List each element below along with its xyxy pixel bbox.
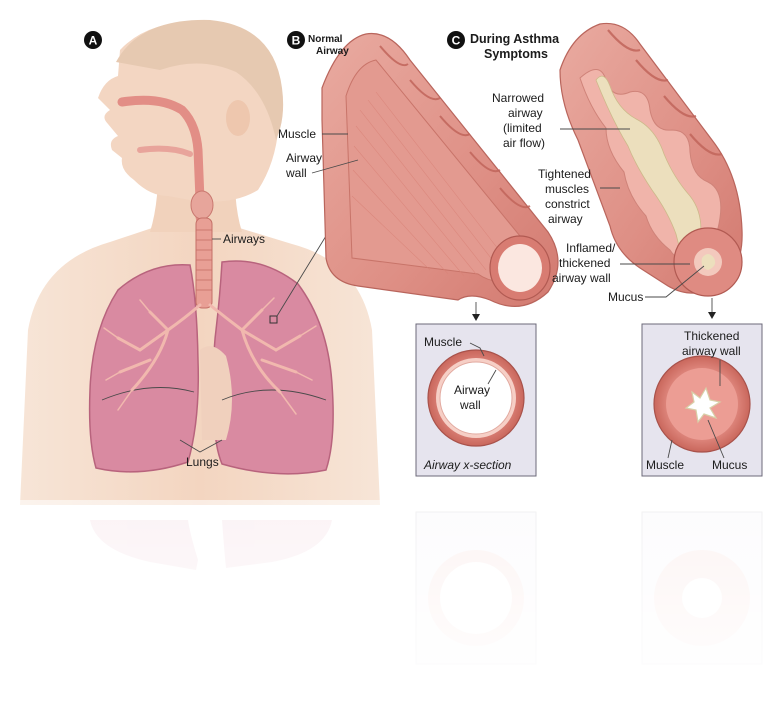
asthma-muscle-bands bbox=[607, 29, 723, 156]
label-c-inflamed-3: airway wall bbox=[552, 271, 611, 285]
xsection-asthma-mucus: Mucus bbox=[712, 458, 747, 472]
xsection-asthma-thick-2: airway wall bbox=[682, 344, 741, 358]
normal-airway-fibers bbox=[351, 91, 503, 277]
badge-b bbox=[287, 31, 305, 49]
badge-b-text: B bbox=[292, 34, 301, 48]
label-c-narrowed-4: air flow) bbox=[503, 136, 545, 150]
asthma-opening-mucus bbox=[701, 254, 716, 270]
badge-c-text: C bbox=[452, 34, 461, 48]
mouth-airway bbox=[137, 145, 193, 157]
panel-c-title-1: During Asthma bbox=[470, 32, 560, 46]
xsection-normal-wall-2: wall bbox=[459, 398, 481, 412]
xsection-normal-box: Muscle Airway wall Airway x-section bbox=[415, 323, 537, 477]
xsection-asthma-box: Thickened airway wall Muscle Mucus bbox=[641, 323, 763, 477]
bronchioles bbox=[103, 297, 317, 415]
leader-lungs bbox=[179, 439, 223, 453]
leader-xn-wall bbox=[487, 369, 497, 385]
label-b-airway-wall-1: Airway bbox=[286, 151, 322, 165]
leader-xn-muscle bbox=[469, 342, 485, 357]
leader-c-mucus bbox=[645, 265, 705, 298]
label-c-narrowed-1: Narrowed bbox=[492, 91, 544, 105]
reflection-fade bbox=[0, 500, 782, 714]
xsection-asthma-thick-1: Thickened bbox=[684, 329, 739, 343]
xsection-normal-wall-1: Airway bbox=[454, 383, 490, 397]
arrow-c-down-head bbox=[708, 312, 716, 319]
panel-b-title-2: Airway bbox=[316, 46, 349, 57]
label-c-mucus: Mucus bbox=[608, 290, 643, 304]
trachea bbox=[195, 217, 213, 309]
xsection-normal-muscle: Muscle bbox=[424, 335, 462, 349]
leader-b-wall bbox=[311, 159, 359, 174]
hair bbox=[116, 19, 284, 141]
xsection-asthma-muscle: Muscle bbox=[646, 458, 684, 472]
larynx bbox=[190, 190, 214, 220]
leader-xa-mucus bbox=[707, 419, 725, 459]
xsection-normal-caption: Airway x-section bbox=[423, 458, 512, 472]
bronchial-tree bbox=[116, 303, 302, 394]
right-lung bbox=[213, 260, 334, 475]
xsection-normal-lumen bbox=[439, 361, 513, 435]
normal-airway-opening-inner bbox=[498, 244, 542, 292]
xsection-asthma-lumen bbox=[684, 386, 722, 424]
normal-airway-muscle-bands bbox=[379, 45, 531, 209]
label-c-narrowed-2: airway bbox=[508, 106, 543, 120]
trachea-rings bbox=[196, 229, 212, 291]
panel-b-title-1: Normal bbox=[308, 34, 343, 45]
panel-c-title-2: Symptoms bbox=[484, 47, 548, 61]
leader-xa-muscle bbox=[667, 439, 673, 459]
badge-a-text: A bbox=[89, 34, 98, 48]
label-airways: Airways bbox=[223, 232, 265, 246]
label-c-narrowed-3: (limited bbox=[503, 121, 542, 135]
badge-a bbox=[84, 31, 102, 49]
arrow-b-down-head bbox=[472, 314, 480, 321]
label-c-inflamed-1: Inflamed/ bbox=[566, 241, 616, 255]
label-c-tightened-2: muscles bbox=[545, 182, 589, 196]
ear bbox=[226, 100, 250, 136]
label-c-tightened-1: Tightened bbox=[538, 167, 591, 181]
right-lobe-line bbox=[221, 389, 327, 401]
panel-a: A Airways Lungs bbox=[20, 19, 380, 505]
label-c-tightened-4: airway bbox=[548, 212, 583, 226]
label-c-tightened-3: constrict bbox=[545, 197, 590, 211]
label-c-inflamed-2: thickened bbox=[559, 256, 610, 270]
badge-c bbox=[447, 31, 465, 49]
panel-c: C During Asthma Symptoms Narrowed airway… bbox=[447, 22, 743, 319]
zoom-marker bbox=[269, 315, 278, 324]
panel-b: B Normal Airway Muscle Airway wall bbox=[278, 31, 559, 321]
left-lobe-line bbox=[101, 387, 195, 401]
heart-notch bbox=[200, 346, 232, 440]
label-lungs: Lungs bbox=[186, 455, 219, 469]
label-b-muscle: Muscle bbox=[278, 127, 316, 141]
label-b-airway-wall-2: wall bbox=[285, 166, 307, 180]
left-lung bbox=[88, 263, 200, 473]
